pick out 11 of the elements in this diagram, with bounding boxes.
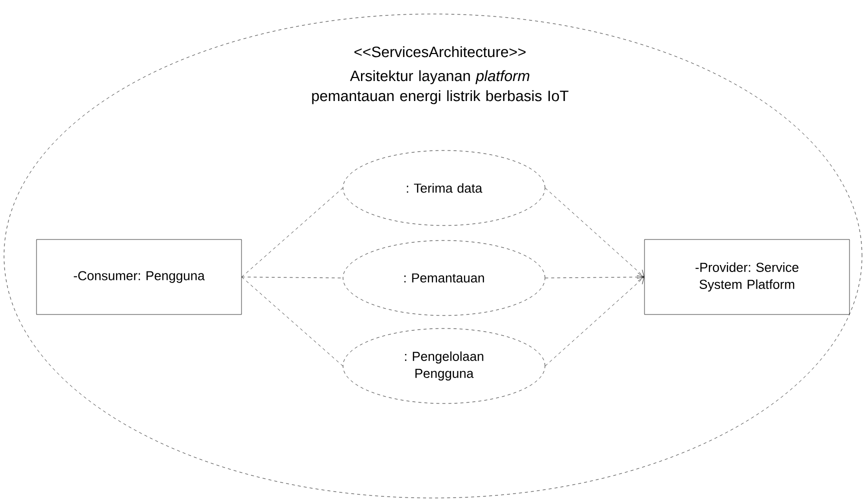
participant-box: -Provider: Service System Platform <box>644 239 850 315</box>
boundary-ellipse <box>4 14 862 498</box>
connector <box>242 276 343 278</box>
connector <box>545 188 644 277</box>
connector <box>545 277 644 366</box>
participant-box: -Consumer: Pengguna <box>36 239 242 315</box>
connector <box>545 272 644 282</box>
title-text: Arsitektur layanan platform pemantauan energi listrik berbasis IoT <box>312 70 568 104</box>
connector <box>242 188 343 278</box>
connector <box>242 276 343 366</box>
stereotype-label: <<ServicesArchitecture>> <box>354 46 526 58</box>
